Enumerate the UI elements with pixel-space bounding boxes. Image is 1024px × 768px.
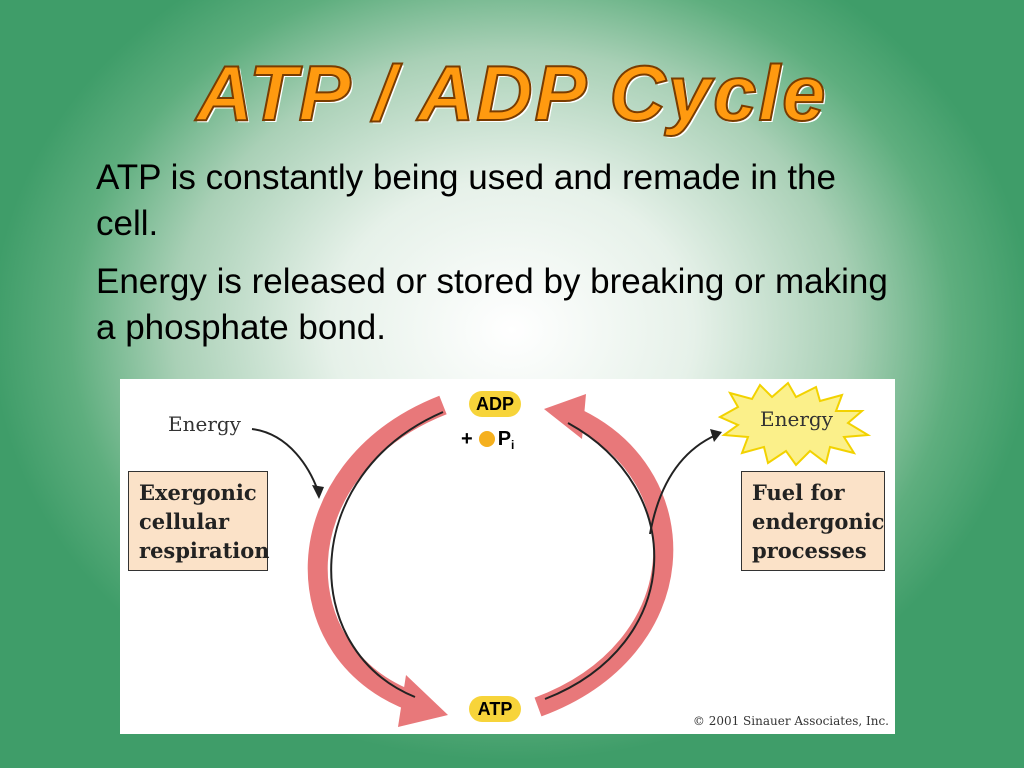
left-inner-line [330,411,444,698]
energy-in-arrowhead [312,485,324,499]
pi-letter: P [497,428,512,450]
right-cycle-arc [534,410,674,717]
energy-out-arrowhead [710,429,722,442]
atp-adp-cycle-diagram: Energy Energy Exergonic cellular respira… [120,379,895,734]
energy-out-arrow [649,434,717,535]
endergonic-processes-box: Fuel for endergonic processes [741,471,885,571]
right-cycle-arrowhead [544,394,586,439]
energy-in-label: Energy [168,412,241,436]
copyright-notice: © 2001 Sinauer Associates, Inc. [692,714,889,728]
box-line: Fuel for [752,480,845,505]
bullet-1: ATP is constantly being used and remade … [96,158,836,243]
right-inner-line [544,422,656,700]
adp-label: ADP [469,391,521,417]
bullet-list: ATP is constantly being used and remade … [96,155,896,363]
energy-starburst [717,381,872,467]
box-line: endergonic [752,509,885,534]
left-cycle-arc [307,395,447,714]
exergonic-respiration-box: Exergonic cellular respiration [128,471,270,571]
box-line: cellular [139,509,230,534]
bullet-2: Energy is released or stored by breaking… [96,262,888,347]
energy-in-arrow [251,428,319,492]
left-cycle-arrowhead [398,675,448,727]
atp-label: ATP [469,696,521,722]
plus-sign: + [461,428,473,450]
box-line: respiration [139,538,270,563]
box-line: processes [752,538,867,563]
energy-out-label: Energy [760,407,833,431]
box-line: Exergonic [139,480,257,505]
cycle-arrows [251,381,872,727]
pi-subscript: i [511,438,515,452]
plus-phosphate: + Pi [461,428,514,452]
phosphate-dot-icon [478,431,495,447]
slide-title: ATP / ADP Cycle [195,48,828,138]
